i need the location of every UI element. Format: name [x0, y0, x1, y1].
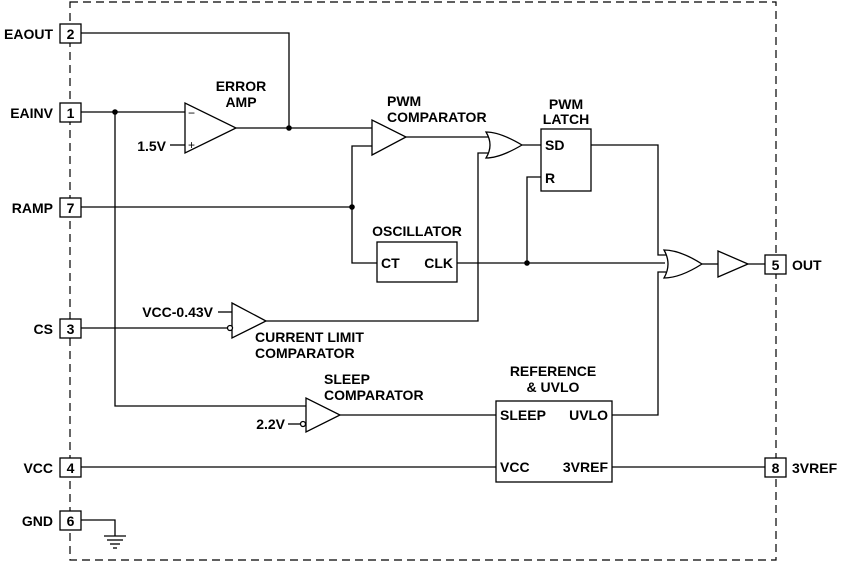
error-amp-ref: 1.5V [137, 138, 166, 154]
pwm-comparator: PWM COMPARATOR [371, 93, 487, 157]
current-limit-comparator: VCC-0.43V CURRENT LIMIT COMPARATOR [142, 301, 364, 361]
oscillator-clk: CLK [424, 255, 453, 271]
current-limit-ref: VCC-0.43V [142, 304, 213, 320]
pin-vcc-number: 4 [67, 460, 75, 476]
pin-vcc-name: VCC [23, 460, 53, 476]
pin-eainv: 1 EAINV [10, 102, 82, 123]
chip-boundary [69, 1, 777, 561]
or-gate-1 [484, 131, 524, 159]
pin-out: 5 OUT [764, 254, 822, 275]
pwm-comparator-title-2: COMPARATOR [387, 109, 487, 125]
error-amp-plus: + [188, 138, 195, 152]
pwm-latch-title-1: PWM [549, 96, 583, 112]
reference-uvlo-sleep: SLEEP [500, 407, 546, 423]
pin-eaout-number: 2 [67, 26, 75, 42]
junction-dots [112, 109, 530, 266]
pin-cs: 3 CS [34, 318, 82, 339]
error-amp-title-2: AMP [225, 94, 256, 110]
sleep-comparator-title-1: SLEEP [324, 371, 370, 387]
pin-ramp-number: 7 [67, 200, 75, 216]
oscillator-ct: CT [381, 255, 400, 271]
pin-gnd-number: 6 [67, 513, 75, 529]
sleep-comparator: SLEEP COMPARATOR 2.2V [256, 371, 424, 434]
current-limit-title-1: CURRENT LIMIT [255, 329, 364, 345]
pwm-latch-sd: SD [545, 137, 564, 153]
oscillator: OSCILLATOR CT CLK [372, 223, 462, 283]
pin-out-number: 5 [772, 257, 780, 273]
reference-uvlo-title-2: & UVLO [527, 379, 580, 395]
pin-gnd: 6 GND [22, 510, 82, 531]
reference-uvlo-3vref: 3VREF [563, 459, 609, 475]
reference-uvlo-uvlo: UVLO [569, 407, 608, 423]
pin-eaout-name: EAOUT [4, 26, 53, 42]
current-limit-title-2: COMPARATOR [255, 345, 355, 361]
oscillator-title: OSCILLATOR [372, 223, 462, 239]
pin-vcc: 4 VCC [23, 457, 82, 478]
reference-uvlo-title-1: REFERENCE [510, 363, 596, 379]
pin-3vref-name: 3VREF [792, 460, 838, 476]
or-gate-2 [662, 249, 704, 279]
sleep-comparator-title-2: COMPARATOR [324, 387, 424, 403]
pwm-comparator-title-1: PWM [387, 93, 421, 109]
reference-uvlo-vcc: VCC [500, 459, 530, 475]
pin-3vref: 8 3VREF [764, 457, 838, 478]
pwm-latch-r: R [545, 170, 555, 186]
error-amp-title-1: ERROR [216, 78, 267, 94]
pin-eainv-number: 1 [67, 105, 75, 121]
pin-ramp: 7 RAMP [12, 197, 82, 218]
pin-ramp-name: RAMP [12, 200, 53, 216]
pin-cs-name: CS [34, 321, 53, 337]
reference-uvlo: REFERENCE & UVLO SLEEP UVLO VCC 3VREF [495, 363, 613, 483]
pin-out-name: OUT [792, 257, 822, 273]
output-buffer [717, 250, 750, 278]
error-amp: − + ERROR AMP 1.5V [137, 78, 267, 155]
pin-3vref-number: 8 [772, 460, 780, 476]
pin-eainv-name: EAINV [10, 105, 53, 121]
error-amp-minus: − [188, 106, 195, 120]
pwm-latch-title-2: LATCH [543, 111, 589, 127]
pin-cs-number: 3 [67, 321, 75, 337]
wires [81, 32, 765, 549]
pwm-latch: PWM LATCH SD R [540, 96, 592, 192]
pin-eaout: 2 EAOUT [4, 23, 82, 44]
sleep-comparator-ref: 2.2V [256, 416, 285, 432]
pin-gnd-name: GND [22, 513, 53, 529]
